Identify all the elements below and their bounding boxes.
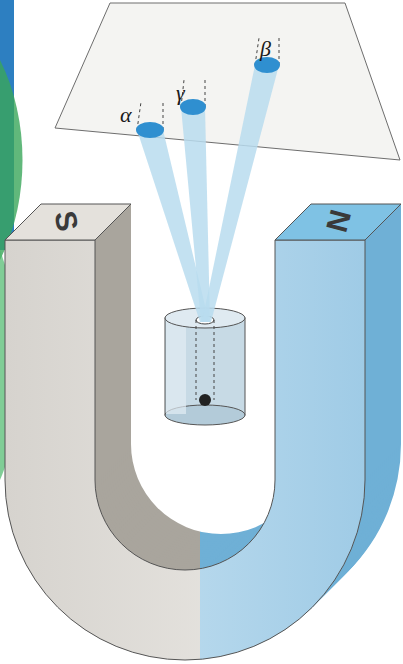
pole-face (275, 204, 401, 240)
gamma-label: γ (176, 82, 185, 104)
radioactive-source (165, 308, 245, 425)
pole-face (5, 204, 131, 240)
magnet-outline (5, 240, 365, 660)
alpha-label: α (120, 104, 132, 126)
magnet-front-s (5, 240, 200, 660)
magnet-front-n (200, 240, 365, 660)
beta-label: β (260, 38, 271, 60)
photo-plate (55, 3, 400, 160)
radiation-beams (136, 38, 280, 322)
